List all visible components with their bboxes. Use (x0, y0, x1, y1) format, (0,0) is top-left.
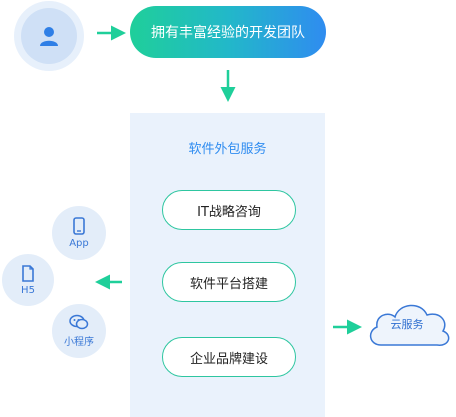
client-app: App (52, 206, 106, 260)
cloud-icon (369, 304, 450, 346)
service-item-label: 软件平台搭建 (189, 276, 268, 292)
service-item-it-consulting: IT战略咨询 (162, 190, 296, 230)
document-icon (22, 264, 34, 282)
service-item-label: 企业品牌建设 (189, 351, 268, 367)
wechat-icon (69, 314, 89, 330)
service-item-label: IT战略咨询 (197, 204, 261, 220)
client-label: App (69, 238, 89, 249)
service-item-platform-building: 软件平台搭建 (162, 262, 296, 302)
cloud-service-label: 云服务 (390, 318, 424, 331)
dev-team-label: 拥有丰富经验的开发团队 (151, 25, 305, 41)
dev-team-pill: 拥有丰富经验的开发团队 (130, 6, 326, 58)
service-title: 软件外包服务 (188, 142, 267, 157)
user-icon (40, 27, 58, 46)
phone-icon (73, 217, 85, 235)
client-label: H5 (21, 284, 35, 296)
service-item-brand-building: 企业品牌建设 (162, 337, 296, 377)
client-mini-program: 小程序 (52, 304, 106, 358)
client-label: 小程序 (64, 337, 94, 348)
user-avatar (21, 8, 77, 64)
client-h5: H5 (2, 254, 54, 306)
